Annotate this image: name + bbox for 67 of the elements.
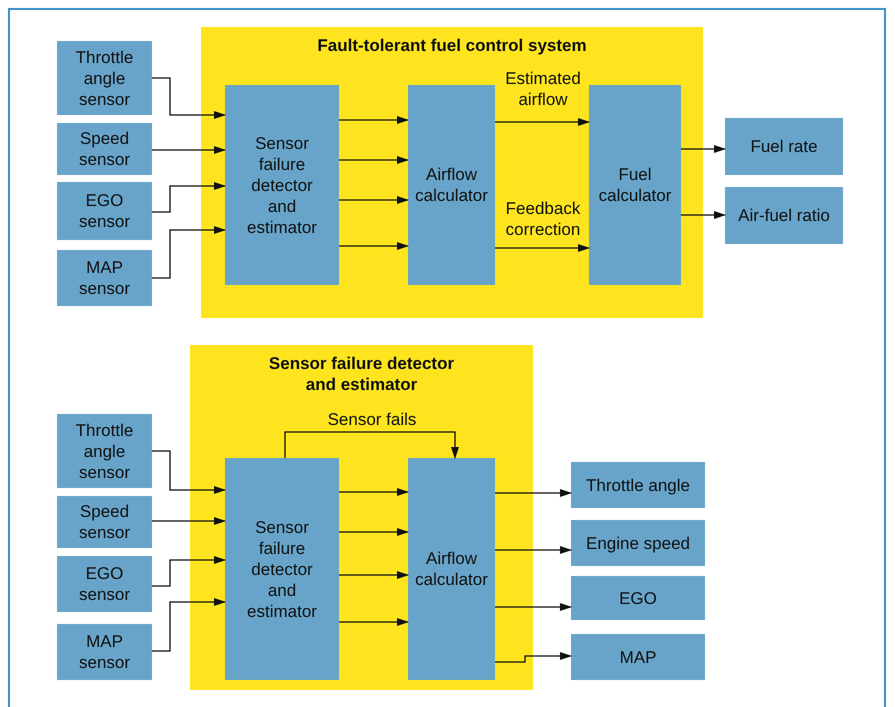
arrow — [152, 226, 226, 279]
block-label: Engine speed — [586, 532, 690, 554]
arrow — [495, 546, 572, 554]
block-box — [57, 41, 152, 115]
block-box — [408, 85, 495, 285]
block-label: Airflow calculator — [414, 164, 489, 206]
block-box — [571, 462, 705, 508]
arrow — [152, 182, 226, 213]
block-label: Airflow calculator — [414, 548, 489, 590]
block-box — [408, 458, 495, 680]
arrow — [339, 156, 409, 164]
arrow — [339, 116, 409, 124]
panel-title: Fault-tolerant fuel control system — [317, 35, 587, 56]
arrow — [152, 146, 226, 154]
block-box — [725, 118, 843, 175]
block-box — [57, 250, 152, 306]
arrow — [681, 211, 726, 219]
arrow — [339, 571, 409, 579]
arrow — [152, 77, 226, 119]
arrow — [495, 489, 572, 497]
arrow — [495, 652, 572, 663]
block-label: Air-fuel ratio — [738, 205, 830, 226]
block-label: EGO sensor — [78, 563, 132, 605]
block-label: EGO — [619, 588, 657, 608]
system-panel — [201, 27, 703, 318]
arrow — [152, 598, 226, 652]
block-label: Sensor failure detector and estimator — [246, 132, 318, 238]
system-panel — [190, 345, 533, 690]
arrow — [152, 556, 226, 587]
arrow — [339, 528, 409, 536]
arrow — [495, 244, 590, 252]
arrow — [339, 242, 409, 250]
block-box — [589, 85, 681, 285]
block-label: Throttle angle sensor — [74, 420, 134, 482]
arrow — [152, 517, 226, 525]
block-label: Fuel rate — [750, 136, 818, 157]
block-label: Sensor failure detector and estimator — [246, 516, 318, 622]
block-box — [571, 576, 705, 620]
block-box — [225, 85, 339, 285]
block-label: MAP sensor — [78, 631, 132, 673]
arrow — [152, 450, 226, 494]
block-label: MAP — [620, 646, 656, 668]
block-box — [225, 458, 339, 680]
block-label: Fuel calculator — [598, 164, 672, 206]
block-label: Speed sensor — [78, 128, 132, 170]
block-box — [57, 496, 152, 548]
block-box — [57, 123, 152, 175]
block-label: Throttle angle sensor — [74, 46, 134, 110]
arrow — [339, 618, 409, 626]
arrow — [339, 488, 409, 496]
block-box — [57, 624, 152, 680]
arrow — [495, 118, 590, 126]
block-box — [57, 556, 152, 612]
block-box — [571, 634, 705, 680]
block-label: Throttle angle — [586, 474, 690, 496]
block-box — [57, 414, 152, 488]
arrow — [495, 603, 572, 611]
block-label: Speed sensor — [78, 501, 132, 543]
block-label: EGO sensor — [78, 190, 132, 232]
block-box — [57, 182, 152, 240]
block-box — [725, 187, 843, 244]
block-box — [571, 520, 705, 566]
panel-title: Sensor failure detector and estimator — [268, 353, 456, 395]
block-label: MAP sensor — [78, 257, 132, 299]
arrow — [681, 145, 726, 153]
arrow — [339, 196, 409, 204]
arrow — [284, 431, 459, 459]
